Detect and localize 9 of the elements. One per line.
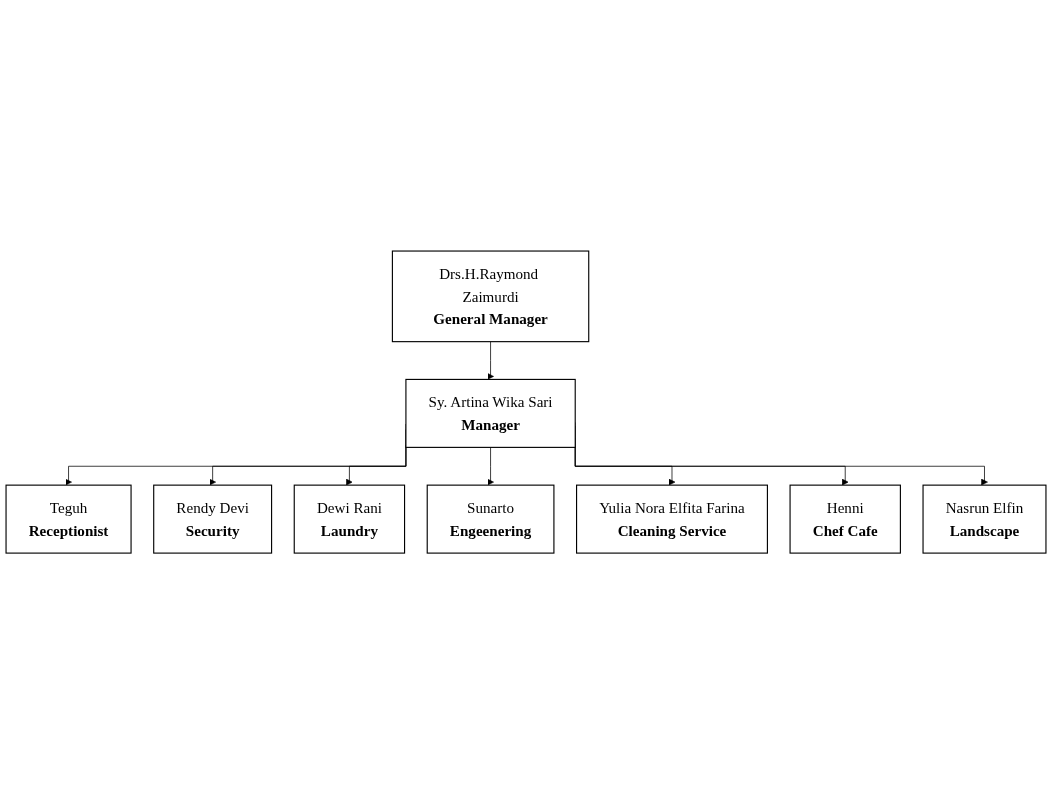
node-box: Dewi Rani Laundry: [293, 485, 406, 555]
node-box: Nasrun Elfin Landscape: [922, 485, 1047, 555]
node-box: Henni Chef Cafe: [789, 485, 901, 555]
node-box: Yulia Nora Elfita Farina Cleaning Service: [576, 485, 768, 555]
node-box: Sunarto Engeenering: [426, 485, 555, 555]
node-box: Teguh Receptionist: [5, 485, 132, 555]
node-box: Rendy Devi Security: [153, 485, 273, 555]
node-box: Drs.H.Raymond Zaimurdi General Manager: [391, 250, 590, 343]
node-box: Sy. Artina Wika Sari Manager: [405, 379, 576, 449]
